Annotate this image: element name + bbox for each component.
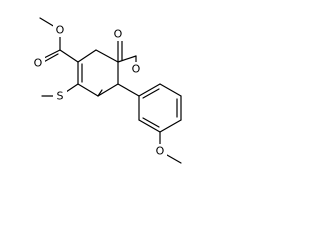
bond-c6-c5-double (97, 89, 103, 97)
carbonyl-oxygen-bg (111, 27, 125, 41)
ester-carbonyl-oxygen-label: O (34, 57, 43, 70)
bond-c2-ring-o (117, 55, 137, 63)
pyranone-ring (77, 49, 137, 97)
methoxy-oxygen-bg (153, 144, 167, 158)
sulfur-label: S (57, 90, 64, 103)
bond-aryl-e (138, 119, 161, 133)
sulfur-bg (53, 89, 67, 103)
bond-c3-c2 (95, 49, 119, 63)
bond-aryl-d (159, 119, 182, 133)
bond-c3-c2-left (77, 49, 97, 63)
aryl-group (117, 83, 182, 164)
bond-aryl-double-1 (142, 88, 160, 99)
atom-labels: O O O O S O (31, 23, 167, 158)
methoxy-oxygen-label: O (156, 145, 165, 158)
bond-aryl-a (138, 83, 161, 97)
bond-c5-c4 (77, 83, 99, 97)
structure-canvas: O O O O S O (31, 17, 182, 164)
ring-oxygen-bg (129, 62, 143, 76)
ester-carbonyl-oxygen-bg (31, 56, 45, 70)
bond-aryl-double-3 (142, 117, 160, 128)
bond-c6-aryl (117, 83, 140, 97)
ester-ether-oxygen-bg (53, 23, 67, 37)
bond-c3-ester-carbon (59, 49, 79, 63)
ester-ether-oxygen-label: O (56, 24, 65, 37)
carbonyl-oxygen-label: O (114, 28, 123, 41)
chemical-structure: O O O O S O (31, 17, 182, 164)
bond-c6-c5 (97, 83, 119, 97)
bond-aryl-b (159, 83, 182, 97)
ring-oxygen-label: O (132, 63, 141, 76)
